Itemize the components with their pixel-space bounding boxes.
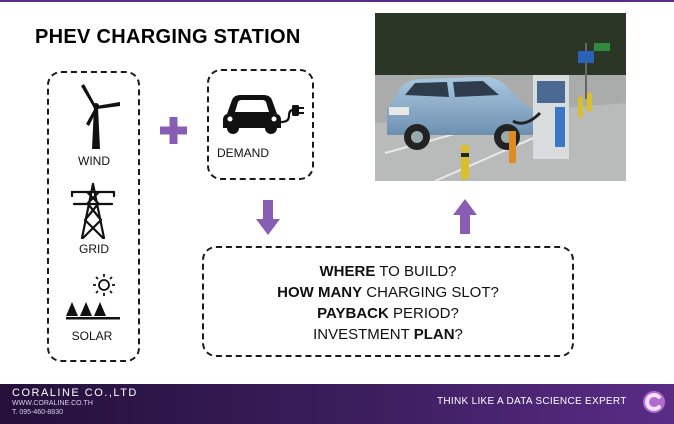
grid-label: GRID — [79, 242, 109, 256]
top-accent-line — [0, 0, 674, 2]
power-pylon-icon — [70, 182, 116, 240]
page-title: PHEV CHARGING STATION — [35, 26, 301, 48]
question-investment: INVESTMENT PLAN? — [313, 326, 463, 343]
demand-box — [207, 69, 314, 180]
footer-bar — [0, 384, 674, 424]
questions-box — [202, 246, 574, 357]
company-name: CORALINE CO.,LTD — [12, 387, 138, 399]
arrow-down-icon — [256, 200, 280, 235]
wind-label: WIND — [78, 154, 110, 168]
arrow-up-icon — [453, 199, 477, 234]
footer-slogan: THINK LIKE A DATA SCIENCE EXPERT — [437, 396, 627, 407]
company-website: WWW.CORALINE.CO.TH — [12, 400, 93, 407]
charging-station-photo — [375, 13, 626, 181]
solar-label: SOLAR — [71, 329, 113, 343]
energy-sources-box — [47, 71, 140, 362]
electric-car-icon — [223, 95, 304, 134]
coraline-logo-icon — [643, 391, 665, 413]
question-where: WHERE TO BUILD? — [319, 263, 457, 280]
question-how-many: HOW MANY CHARGING SLOT? — [277, 284, 499, 301]
company-phone: T. 095-460-8830 — [12, 409, 63, 416]
question-payback: PAYBACK PERIOD? — [317, 305, 459, 322]
questions-list: WHERE TO BUILD? HOW MANY CHARGING SLOT? … — [202, 261, 574, 345]
demand-label: DEMAND — [217, 146, 270, 160]
plus-icon — [160, 117, 187, 144]
solar-panel-icon — [66, 274, 120, 320]
wind-turbine-icon — [81, 84, 120, 149]
